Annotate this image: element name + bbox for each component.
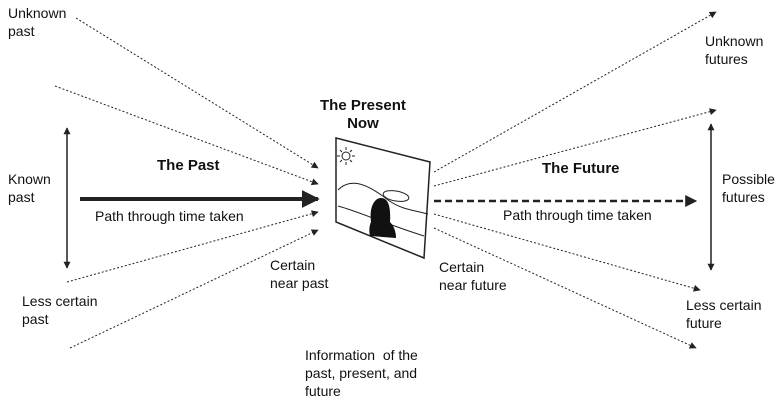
future-diverging-lines [434, 12, 716, 348]
label-certain-near-past: Certain near past [270, 256, 328, 292]
label-path-future: Path through time taken [503, 206, 652, 224]
label-information: Information of the past, present, and fu… [305, 346, 418, 400]
label-unknown-futures: Unknown futures [705, 32, 763, 68]
label-unknown-past: Unknown past [8, 4, 66, 40]
label-less-certain-past: Less certain past [22, 292, 97, 328]
label-certain-near-future: Certain near future [439, 258, 507, 294]
label-less-certain-future: Less certain future [686, 296, 761, 332]
future-line-1 [434, 12, 716, 172]
label-known-past: Known past [8, 170, 51, 206]
label-the-present: The Present Now [320, 97, 406, 133]
label-the-past: The Past [157, 157, 220, 175]
present-picture [336, 138, 430, 258]
label-the-future: The Future [542, 160, 620, 178]
past-line-1 [76, 18, 318, 168]
label-path-past: Path through time taken [95, 207, 244, 225]
label-possible-futures: Possible futures [722, 170, 775, 206]
